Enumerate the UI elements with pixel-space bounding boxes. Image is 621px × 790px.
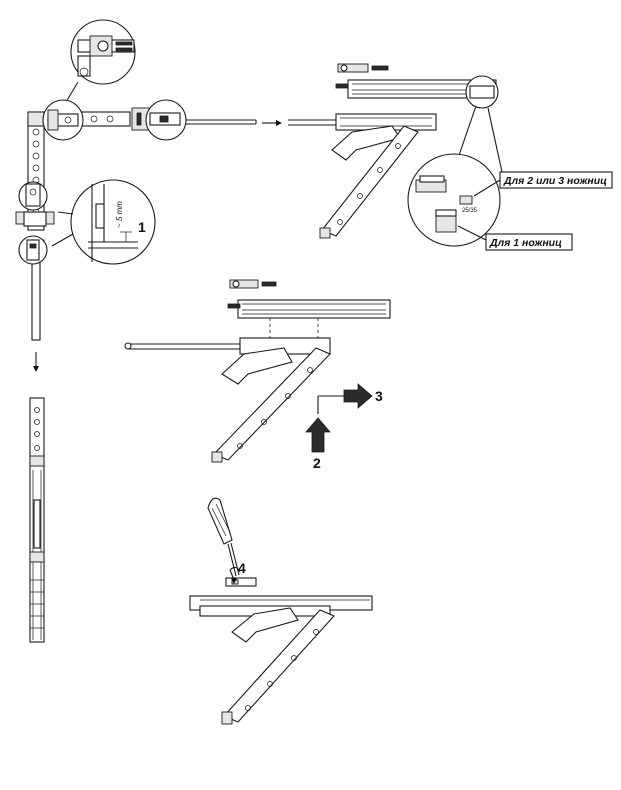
screwdriver-icon <box>207 497 240 577</box>
label-two-or-three-box: Для 2 или 3 ножниц <box>473 171 613 197</box>
assembled-vertical-strip <box>29 397 45 643</box>
detail-magnifier-top <box>59 19 136 113</box>
step-2-label: 2 <box>313 455 321 471</box>
label-one: Для 1 ножниц <box>489 237 562 249</box>
label-one-box: Для 1 ножниц <box>457 225 573 251</box>
label-two-or-three: Для 2 или 3 ножниц <box>503 175 607 187</box>
step-3-label: 3 <box>375 388 383 404</box>
detail-magnifier-low <box>18 235 48 265</box>
detail-magnifier-end <box>145 99 257 141</box>
arrow-right-icon <box>262 120 282 126</box>
arrow-right-icon <box>343 383 373 409</box>
arrow-up-icon <box>305 417 331 453</box>
detail-magnifier-corner <box>42 99 84 141</box>
scissor-assembly-middle <box>124 279 391 463</box>
cap-detail: 25/35 <box>407 75 503 247</box>
arrow-down-icon <box>229 566 241 584</box>
movement-arrows <box>305 383 373 453</box>
detail-magnifier-mid <box>18 181 48 211</box>
step-4-label: 4 <box>238 560 246 576</box>
scissor-assembly-bottom <box>189 577 373 725</box>
step-1-label: 1 <box>138 219 146 235</box>
gap-label: ~ 5 mm <box>115 201 124 228</box>
size-code-label: 25/35 <box>462 208 478 214</box>
arrow-down-icon <box>33 352 39 372</box>
gap-detail: ~ 5 mm <box>51 179 156 265</box>
